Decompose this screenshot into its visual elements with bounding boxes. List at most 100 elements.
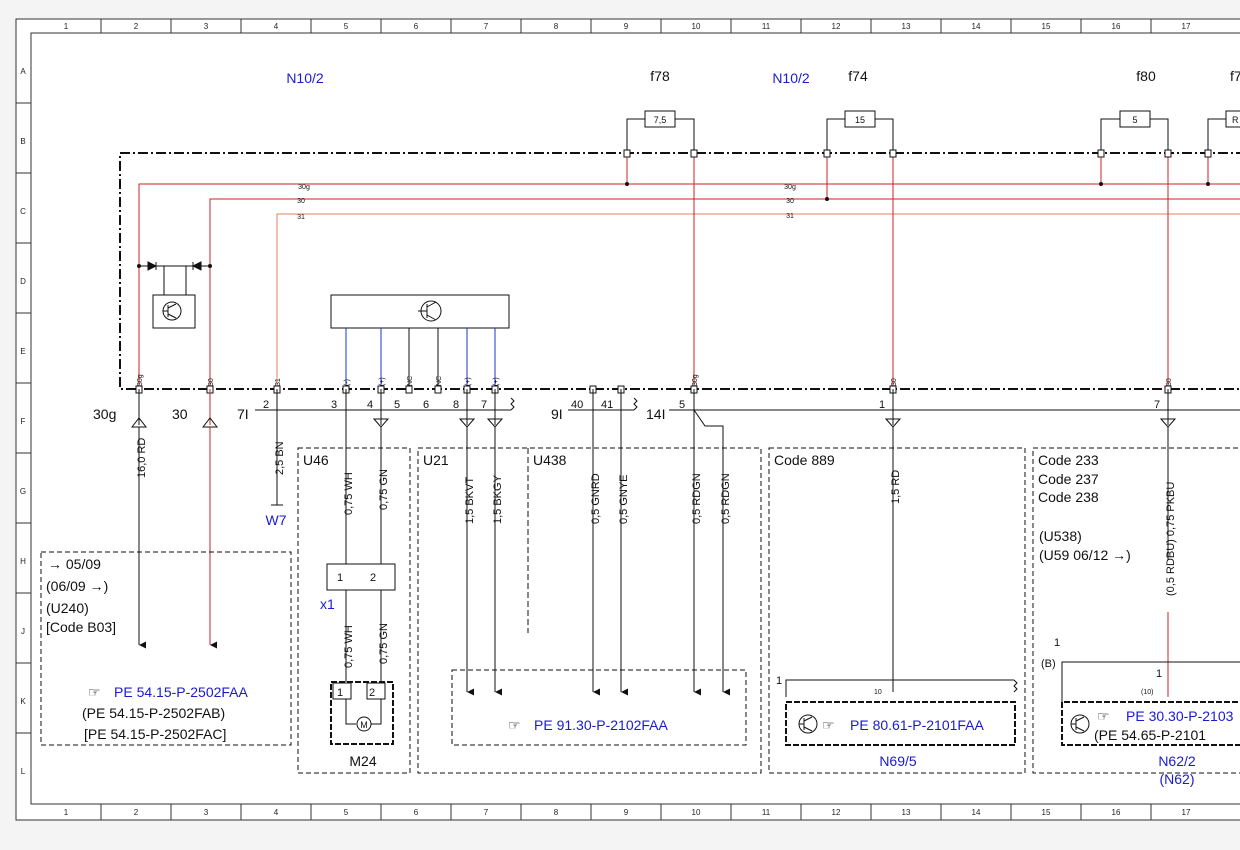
grid-labels: 1122334455667788991010111112121313141415… (20, 22, 1191, 817)
grid-row-label: A (20, 67, 26, 76)
svg-text:2: 2 (370, 572, 376, 584)
ref-pe-54-15-2502fab[interactable]: (PE 54.15-P-2502FAB) (82, 705, 225, 721)
fuse-f80: f80 5 (1100, 68, 1169, 153)
svg-text:0,5 GNYE: 0,5 GNYE (618, 474, 630, 524)
svg-text:(U59 06/12 →): (U59 06/12 →) (1039, 547, 1131, 563)
svg-text:10: 10 (874, 689, 882, 696)
connector-row: 30g 30 7I 9I 14I 2 3 4 5 6 8 7 40 41 5 1… (93, 397, 1240, 422)
pin-mark (690, 149, 698, 158)
svg-text:0,75 WH: 0,75 WH (343, 472, 355, 515)
svg-text:(U240): (U240) (46, 600, 89, 616)
variant-box-code-889: Code 889 1 10 ☞ PE 80.61-P-2101FAA N69/5 (768, 447, 1026, 774)
motor-icon: M (360, 720, 368, 730)
svg-text:1: 1 (1156, 668, 1162, 680)
svg-text:1,5 RD: 1,5 RD (890, 470, 902, 504)
svg-text:f80: f80 (1136, 68, 1156, 84)
fuse-f74: f74 15 (826, 68, 894, 153)
grid-column-label: 16 (1112, 808, 1121, 817)
hand-pointer-icon: ☞ (1097, 708, 1110, 724)
pin-mark (1097, 149, 1105, 158)
svg-text:1,5 BKVT: 1,5 BKVT (464, 477, 476, 524)
grid-column-label: 16 (1112, 22, 1121, 31)
grid-column-label: 8 (554, 22, 559, 31)
svg-text:(0,5 RDBU) 0,75 PKBU: (0,5 RDBU) 0,75 PKBU (1165, 482, 1177, 596)
svg-text:(10): (10) (1141, 689, 1153, 696)
svg-text:41: 41 (601, 399, 613, 411)
ref-link-pe-30-30-2103[interactable]: PE 30.30-P-2103 (1126, 708, 1234, 724)
grid-ticks (16, 19, 1152, 820)
svg-text:30: 30 (208, 378, 215, 386)
svg-text:f78: f78 (650, 68, 670, 84)
grid-column-label: 14 (972, 808, 981, 817)
svg-text:0,75 GN: 0,75 GN (378, 469, 390, 510)
grid-column-label: 5 (344, 22, 349, 31)
svg-text:14I: 14I (646, 406, 665, 422)
svg-text:Code 237: Code 237 (1038, 471, 1099, 487)
ref-link-pe-54-15-2502faa[interactable]: PE 54.15-P-2502FAA (114, 684, 249, 700)
svg-text:4: 4 (367, 399, 373, 411)
grid-column-label: 15 (1042, 22, 1051, 31)
svg-text:1: 1 (337, 572, 343, 584)
ref-link-pe-80-61-2101faa[interactable]: PE 80.61-P-2101FAA (850, 717, 985, 733)
component-n69-5-label: N69/5 (879, 753, 917, 769)
grid-column-label: 12 (832, 22, 841, 31)
svg-text:31: 31 (275, 378, 282, 386)
svg-text:1,5 BKGY: 1,5 BKGY (492, 474, 504, 524)
grid-row-label: L (21, 767, 26, 776)
svg-text:2: 2 (263, 399, 269, 411)
svg-text:1: 1 (879, 399, 885, 411)
grid-column-label: 9 (624, 22, 629, 31)
pin-mark (1164, 149, 1172, 158)
svg-text:(-): (-) (344, 379, 351, 386)
harness-wires (130, 389, 1177, 697)
ref-link-pe-91-30-2102faa[interactable]: PE 91.30-P-2102FAA (534, 717, 669, 733)
svg-text:15: 15 (855, 115, 865, 125)
grid-column-label: 7 (484, 808, 489, 817)
grid-column-label: 1 (64, 22, 69, 31)
svg-text:[Code B03]: [Code B03] (46, 619, 116, 635)
svg-text:(+): (+) (379, 377, 386, 386)
grid-column-label: 4 (274, 22, 279, 31)
grid-column-label: 13 (902, 22, 911, 31)
grid-column-label: 10 (692, 808, 701, 817)
svg-text:9I: 9I (551, 406, 563, 422)
svg-text:0,75 WH: 0,75 WH (343, 625, 355, 668)
module-pin-labels: 30g 30 31 (-) (+) NC NC (+) (+) 30g 30 3… (137, 374, 1173, 386)
svg-text:Code 238: Code 238 (1038, 489, 1099, 505)
ref-pe-54-65-2101[interactable]: (PE 54.65-P-2101 (1094, 727, 1206, 743)
bus-lines: 30g 30 31 30g 30 31 (138, 153, 1240, 389)
svg-text:f7: f7 (1230, 68, 1240, 84)
svg-text:5: 5 (394, 399, 400, 411)
svg-text:30g: 30g (137, 374, 144, 386)
grid-column-label: 7 (484, 22, 489, 31)
svg-text:16,0 RD: 16,0 RD (136, 438, 148, 478)
grid-column-label: 2 (134, 808, 139, 817)
grid-column-label: 2 (134, 22, 139, 31)
svg-text:30g: 30g (692, 374, 699, 386)
component-n62-label: (N62) (1159, 771, 1194, 787)
module-n10-2-boundary (119, 152, 1240, 390)
ref-pe-54-15-2502fac[interactable]: [PE 54.15-P-2502FAC] (84, 726, 226, 742)
grid-row-label: G (20, 487, 26, 496)
grid-column-label: 17 (1182, 22, 1191, 31)
bus-30-label: 30 (297, 198, 305, 205)
svg-text:5: 5 (679, 399, 685, 411)
svg-text:R: R (1232, 115, 1239, 125)
grid-column-label: 11 (762, 808, 771, 817)
variant-box-code-233: Code 233 Code 237 Code 238 (U538) (U59 0… (1032, 447, 1240, 787)
grid-column-label: 12 (832, 808, 841, 817)
svg-text:0,75 GN: 0,75 GN (378, 623, 390, 664)
svg-text:(06/09 →): (06/09 →) (46, 578, 108, 594)
grid-column-label: 6 (414, 808, 419, 817)
svg-text:30: 30 (891, 378, 898, 386)
grid-row-label: C (20, 207, 26, 216)
grid-row-label: H (20, 557, 26, 566)
variant-box-u46: U46 1 2 x1 1 2 M M24 (297, 447, 411, 774)
svg-text:U438: U438 (533, 452, 567, 468)
grid-row-label: F (21, 417, 26, 426)
component-n10-2-label: N10/2 (286, 70, 324, 86)
grid-column-label: 6 (414, 22, 419, 31)
svg-text:31: 31 (786, 213, 794, 220)
svg-text:30: 30 (172, 406, 188, 422)
